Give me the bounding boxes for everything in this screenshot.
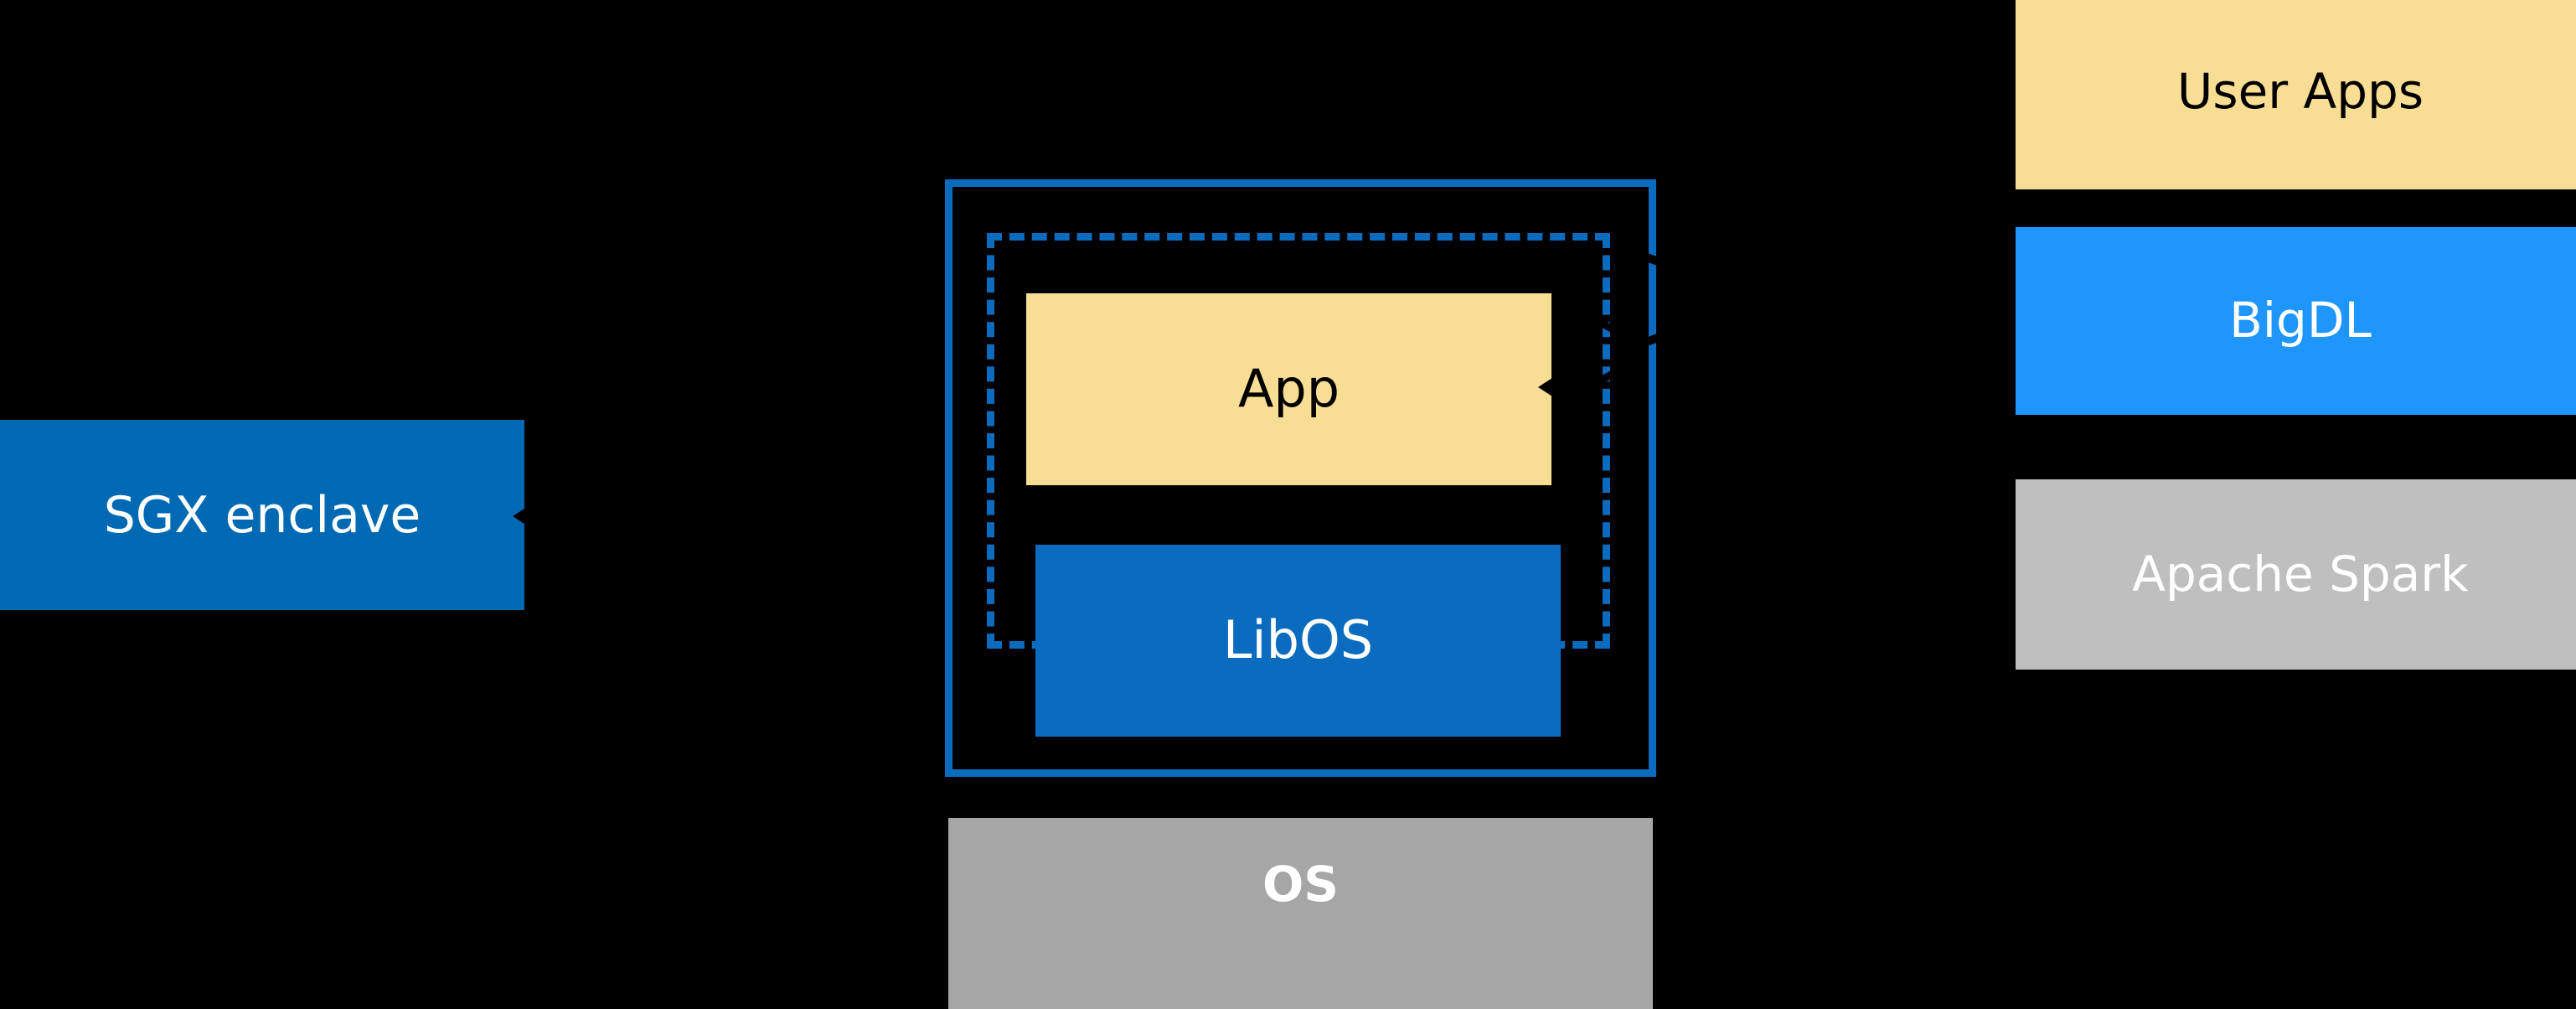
app-label: App — [1237, 358, 1340, 420]
arrow-head-to-app-icon — [1538, 378, 1552, 396]
user-apps-label: User Apps — [2176, 63, 2424, 121]
enclave-outer-frame — [945, 179, 1656, 777]
apache-spark-box: Apache Spark — [2016, 479, 2576, 670]
os-label: OS — [1262, 856, 1340, 913]
arrow-head-to-sgx-enclave-icon — [513, 507, 527, 525]
libos-box: LibOS — [1035, 545, 1561, 737]
bigdl-box: BigDL — [2016, 227, 2576, 415]
apache-spark-label: Apache Spark — [2132, 545, 2469, 603]
libos-label: LibOS — [1222, 609, 1374, 671]
os-box: OS — [948, 818, 1653, 1009]
sgx-enclave-label: SGX enclave — [103, 485, 421, 545]
sgx-enclave-box: SGX enclave — [0, 420, 524, 610]
user-apps-box: User Apps — [2016, 0, 2576, 189]
bigdl-label: BigDL — [2229, 292, 2372, 349]
app-box: App — [1026, 293, 1551, 485]
